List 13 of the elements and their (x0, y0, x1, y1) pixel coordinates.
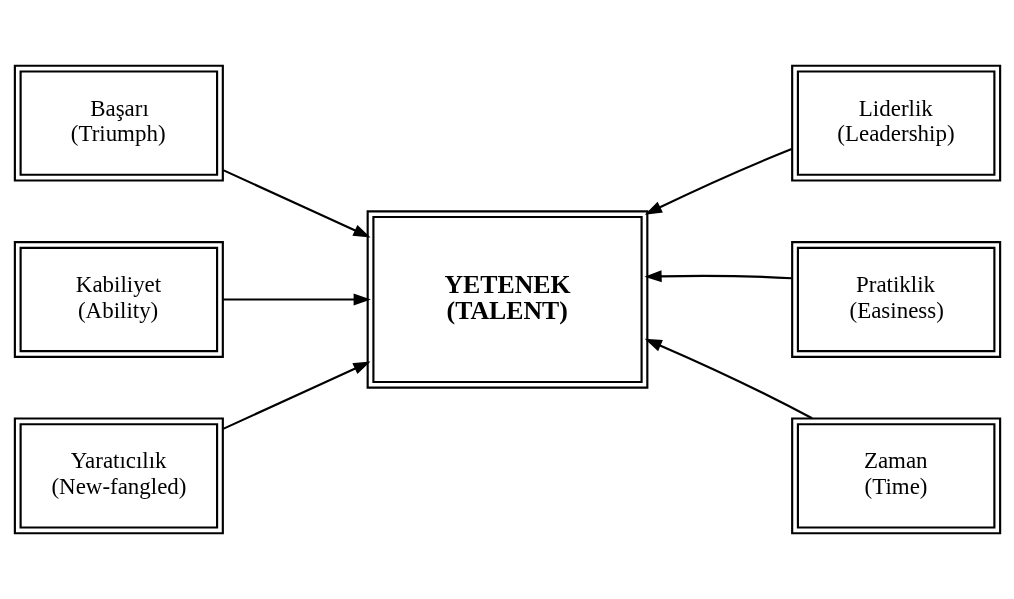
arrow (222, 169, 371, 238)
node-box: Liderlik (Leadership) (790, 64, 1001, 182)
arrow (643, 270, 792, 283)
node-box: YETENEK (TALENT) (366, 210, 648, 389)
node-box: Başarı (Triumph) (13, 64, 224, 182)
arrow (644, 148, 792, 215)
arrow (644, 338, 813, 420)
node-box: Pratiklik (Easiness) (790, 241, 1001, 358)
arrow (222, 361, 371, 430)
node-box: Zaman (Time) (790, 417, 1001, 535)
arrow (222, 293, 371, 306)
node-box: Kabiliyet (Ability) (13, 241, 224, 358)
node-box: Yaratıcılık (New-fangled) (13, 417, 224, 535)
